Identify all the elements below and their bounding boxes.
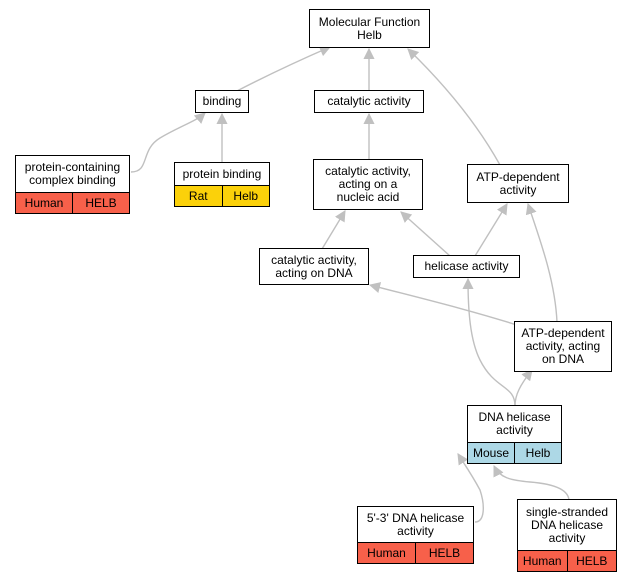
edge-dnahelicase-to-helicase <box>462 277 516 407</box>
node-single-stranded-dna-helicase-activity[interactable]: single-stranded DNA helicase activity Hu… <box>517 499 617 572</box>
gene-cell: HELB <box>72 193 129 213</box>
gene-cell: HELB <box>415 543 473 563</box>
gene-cell: HELB <box>566 551 616 571</box>
edge-dna53-to-dnahelicase <box>457 453 484 523</box>
gene-cell: Helb <box>514 443 561 463</box>
node-binding[interactable]: binding <box>195 90 249 113</box>
node-catalytic-activity[interactable]: catalytic activity <box>314 90 424 113</box>
gene-cell: Helb <box>221 186 269 206</box>
edge-atpdna-to-catdna <box>368 282 521 327</box>
species-gene-row: Human HELB <box>518 550 616 571</box>
species-cell: Mouse <box>468 443 514 463</box>
node-label: binding <box>202 94 242 108</box>
node-protein-containing-complex-binding[interactable]: protein-containing complex binding Human… <box>15 155 130 214</box>
edge-helicase-to-atpdep <box>474 203 508 257</box>
node-label: protein binding <box>182 166 262 181</box>
node-helicase-activity[interactable]: helicase activity <box>413 255 520 278</box>
node-label: catalytic activity, acting on DNA <box>271 252 357 280</box>
node-catalytic-activity-dna[interactable]: catalytic activity, acting on DNA <box>259 248 369 285</box>
node-molecular-function-helb[interactable]: Molecular Function Helb <box>309 9 430 48</box>
species-cell: Human <box>358 543 415 563</box>
species-cell: Human <box>518 551 567 571</box>
species-cell: Human <box>16 193 72 213</box>
edge-helicase-to-catnucleic <box>400 211 451 257</box>
node-atp-dependent-activity-dna[interactable]: ATP-dependent activity, acting on DNA <box>514 321 612 372</box>
species-gene-row: Rat Helb <box>175 185 269 206</box>
edge-pcbinding-to-binding <box>130 112 206 173</box>
node-label: helicase activity <box>424 259 509 273</box>
node-label: 5'-3' DNA helicase activity <box>366 510 465 538</box>
node-catalytic-activity-nucleic-acid[interactable]: catalytic activity, acting on a nucleic … <box>313 159 423 210</box>
node-label: protein-containing complex binding <box>24 160 121 187</box>
edge-dnahelicase-to-atpdna <box>514 369 533 407</box>
edge-ssdna-to-dnahelicase <box>493 464 570 502</box>
node-dna-helicase-activity[interactable]: DNA helicase activity Mouse Helb <box>467 405 562 464</box>
node-protein-binding[interactable]: protein binding Rat Helb <box>174 162 270 207</box>
node-label: single-stranded DNA helicase activity <box>525 504 609 545</box>
species-gene-row: Human HELB <box>16 192 129 213</box>
node-label: ATP-dependent activity, acting on DNA <box>521 326 605 366</box>
edge-atpdna-to-atpdep <box>525 202 558 323</box>
node-label: catalytic activity, acting on a nucleic … <box>325 164 411 204</box>
node-5-3-dna-helicase-activity[interactable]: 5'-3' DNA helicase activity Human HELB <box>357 506 474 564</box>
species-gene-row: Mouse Helb <box>468 442 561 463</box>
node-label: ATP-dependent activity <box>476 169 560 197</box>
edge-catdna-to-catnucleic <box>321 210 346 250</box>
node-label: Molecular Function Helb <box>318 14 421 42</box>
species-gene-row: Human HELB <box>358 542 473 563</box>
edge-binding-to-mf <box>234 45 332 93</box>
node-atp-dependent-activity[interactable]: ATP-dependent activity <box>467 164 569 203</box>
node-label: catalytic activity <box>327 94 411 108</box>
species-cell: Rat <box>175 186 222 206</box>
node-label: DNA helicase activity <box>478 410 551 437</box>
edge-atpdep-to-mf <box>407 48 501 166</box>
